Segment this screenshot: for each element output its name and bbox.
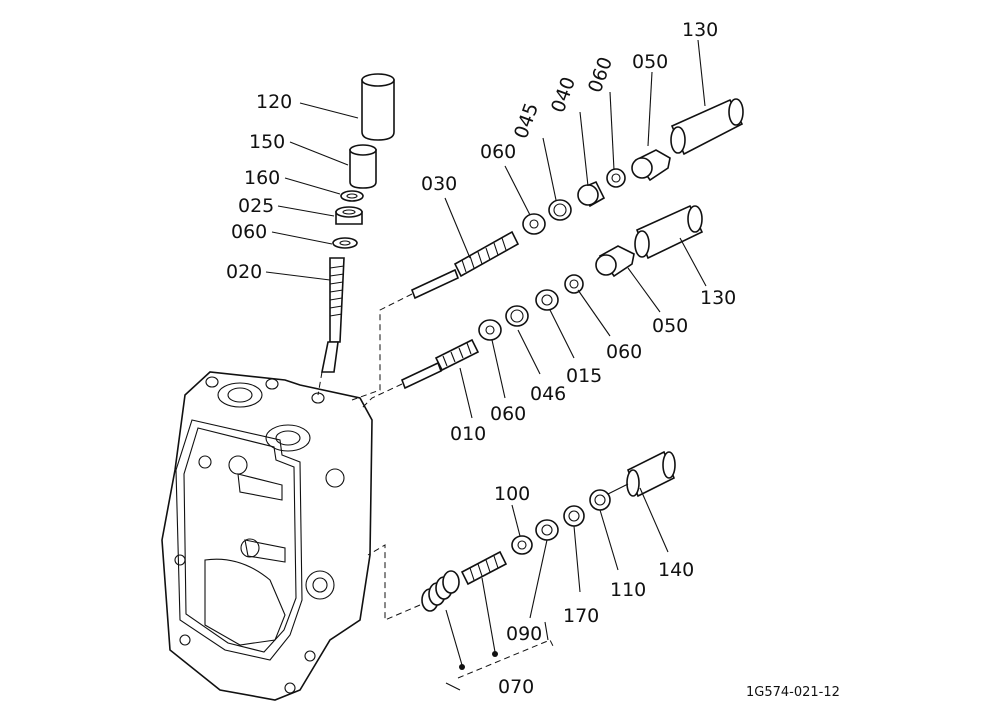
callout-045: 045 bbox=[510, 100, 543, 142]
callout-050: 050 bbox=[632, 51, 668, 73]
callout-020: 020 bbox=[226, 261, 262, 283]
callout-170: 170 bbox=[563, 605, 599, 627]
callout-046: 046 bbox=[530, 383, 566, 405]
callout-025: 025 bbox=[238, 195, 274, 217]
callout-060: 060 bbox=[231, 221, 267, 243]
lower-spool-row bbox=[367, 450, 676, 691]
drawing-number: 1G574-021-12 bbox=[746, 685, 840, 700]
callout-030: 030 bbox=[421, 173, 457, 195]
callout-130: 130 bbox=[682, 19, 718, 41]
callout-labels: 120 150 160 025 060 020 030 060 045 040 … bbox=[226, 19, 840, 700]
vertical-spool-assembly bbox=[317, 73, 395, 396]
callout-060: 060 bbox=[480, 141, 516, 163]
callout-040: 040 bbox=[547, 74, 580, 116]
callout-120: 120 bbox=[256, 91, 292, 113]
callout-160: 160 bbox=[244, 167, 280, 189]
middle-spool-row bbox=[359, 204, 704, 411]
valve-housing bbox=[161, 371, 373, 701]
callout-060: 060 bbox=[490, 403, 526, 425]
leader-lines bbox=[265, 39, 707, 666]
callout-070: 070 bbox=[498, 676, 534, 698]
callout-140: 140 bbox=[658, 559, 694, 581]
callout-060: 060 bbox=[584, 54, 617, 96]
callout-050: 050 bbox=[652, 315, 688, 337]
callout-150: 150 bbox=[249, 131, 285, 153]
callout-010: 010 bbox=[450, 423, 486, 445]
callout-060: 060 bbox=[606, 341, 642, 363]
callout-100: 100 bbox=[494, 483, 530, 505]
callout-110: 110 bbox=[610, 579, 646, 601]
callout-130: 130 bbox=[700, 287, 736, 309]
callout-015: 015 bbox=[566, 365, 602, 387]
callout-090: 090 bbox=[506, 623, 542, 645]
upper-spool-row bbox=[351, 98, 744, 401]
